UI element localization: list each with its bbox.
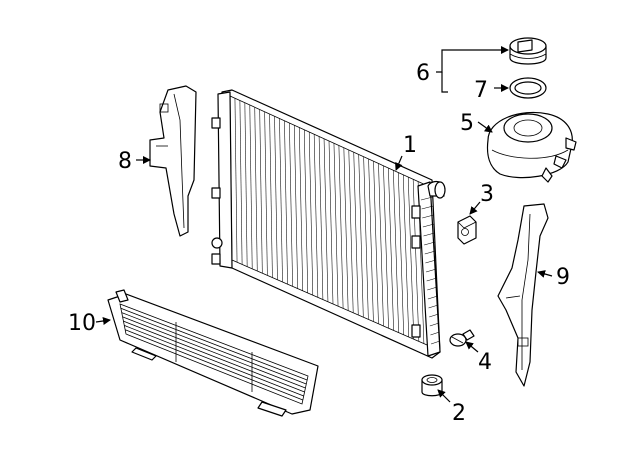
callout-7: 7: [474, 78, 488, 103]
bracket-nut: [457, 215, 477, 245]
callout-6: 6: [416, 61, 430, 86]
left-air-deflector: [149, 85, 197, 237]
callout-5: 5: [460, 111, 474, 136]
filler-cap: [509, 37, 547, 65]
callout-8: 8: [118, 149, 132, 174]
callout-4: 4: [478, 350, 492, 375]
right-air-deflector: [497, 203, 549, 387]
callout-2: 2: [452, 401, 466, 426]
leader-lines: [95, 46, 553, 403]
callout-10: 10: [68, 311, 96, 336]
coolant-reservoir: [486, 111, 577, 183]
drain-plug: [421, 374, 443, 397]
callout-labels: 1 2 3 4 5 6 7 8 9 10: [68, 61, 570, 426]
callout-3: 3: [480, 182, 494, 207]
bolt: [449, 329, 475, 347]
o-ring: [509, 77, 547, 99]
shutter-grille: [107, 289, 319, 417]
callout-9: 9: [556, 265, 570, 290]
callout-1: 1: [403, 133, 417, 158]
radiator: [211, 89, 446, 359]
